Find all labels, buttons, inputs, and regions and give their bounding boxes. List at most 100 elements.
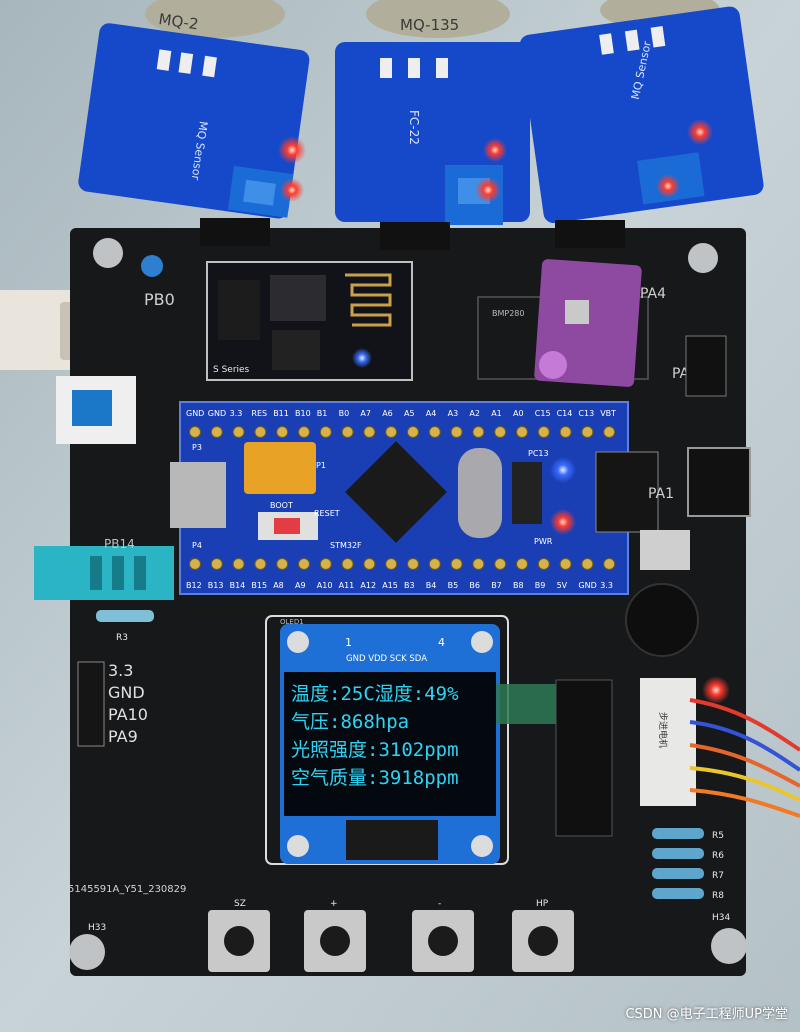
label-chip: STM32F [330, 541, 362, 550]
button-plus[interactable]: + [304, 899, 366, 972]
label-serial: 5145591A_Y51_230829 [68, 884, 186, 895]
oled-line-1: 温度:25C湿度:49% [291, 683, 459, 705]
led-red-left [278, 136, 306, 164]
led-red-pwr [550, 509, 576, 535]
stepper-connector: 步进电机 [640, 676, 730, 806]
oled-pin-1: 1 [345, 636, 352, 649]
stm32-pin-label: RES [251, 409, 267, 418]
stm32-pin-hole [276, 426, 289, 438]
hdr-3v3: 3.3 [108, 661, 133, 680]
stm32-pin-hole [428, 426, 441, 438]
sensor-middle-top-text: MQ-135 [400, 16, 459, 34]
stm32-pin-hole [319, 558, 332, 570]
power-switch [56, 376, 136, 444]
stm32-pin-label: A9 [295, 581, 306, 590]
stm32-pin-hole [472, 558, 485, 570]
stm32-pin-label: A2 [469, 409, 480, 418]
led-red-middle [483, 138, 507, 162]
stm32-pin-hole [298, 558, 310, 570]
oled-module: OLED1 1 4 GND VDD SCK SDA 温度:25C湿度:49% 气… [265, 615, 556, 865]
left-header: 3.3 GND PA10 PA9 [77, 661, 148, 747]
driver-ic [555, 679, 613, 837]
stm32-pin-label: B10 [295, 409, 311, 418]
oled-pin-4: 4 [438, 636, 445, 649]
label-reset: RESET [314, 509, 340, 518]
stm32-pin-hole [581, 558, 594, 570]
oled-line-3: 光照强度:3102ppm [291, 739, 459, 761]
label-h33: H33 [88, 923, 106, 933]
watermark: CSDN @电子工程师UP学堂 [625, 1007, 788, 1022]
stm32-pin-hole [428, 558, 441, 570]
label-stepper: 步进电机 [657, 712, 669, 748]
button-sz[interactable]: SZ [208, 899, 270, 972]
label-r8: R8 [712, 891, 724, 901]
boot-jumpers[interactable] [244, 442, 316, 494]
stm32-pin-label: A11 [339, 581, 355, 590]
led-red-right [687, 119, 713, 145]
stm32-pin-hole [537, 426, 550, 438]
stm32-pin-hole [210, 558, 223, 570]
stm32-pin-hole [516, 426, 528, 438]
stm32-pin-label: A4 [426, 409, 437, 418]
esp01-module: S Series [206, 261, 413, 381]
label-s-series: S Series [213, 365, 250, 375]
label-r7: R7 [712, 871, 724, 881]
stm32-pin-label: B0 [339, 409, 350, 418]
stm32-bottom-pin-holes [189, 558, 616, 570]
button-sz-label: SZ [234, 899, 246, 909]
stm32-pin-hole [385, 558, 398, 570]
stm32-pin-label: C14 [557, 409, 573, 418]
hdr-pa9: PA9 [108, 727, 138, 746]
stm32-pin-label: VBT [600, 409, 616, 418]
led-pb0 [141, 255, 163, 277]
stm32-pin-label: A1 [491, 409, 502, 418]
label-r3: R3 [116, 633, 128, 643]
crystal [458, 448, 502, 538]
label-p3: P3 [192, 443, 202, 452]
hdr-pa10: PA10 [108, 705, 148, 724]
stm32-pin-hole [581, 426, 594, 438]
label-r5: R5 [712, 831, 724, 841]
label-boot: BOOT [270, 501, 293, 510]
stm32-pin-hole [232, 426, 245, 438]
sensor-module-left: MQ-2 MQ Sensor [78, 0, 310, 246]
stm32-pin-hole [189, 426, 201, 438]
oled-screen [284, 672, 496, 816]
dht11-sensor [34, 546, 174, 600]
stm32-pin-hole [537, 558, 550, 570]
stm32-pin-label: A0 [513, 409, 524, 418]
label-r6: R6 [712, 851, 724, 861]
oled-line-4: 空气质量:3918ppm [291, 767, 459, 789]
stm32-pin-label: A10 [317, 581, 333, 590]
button-plus-label: + [330, 899, 338, 909]
button-minus[interactable]: - [412, 899, 474, 972]
stm32-pin-hole [516, 558, 528, 570]
stm32-pin-hole [341, 558, 354, 570]
sensor-module-right: MQ Sensor [519, 0, 764, 248]
stm32-pin-hole [341, 426, 354, 438]
stm32-pin-label: C13 [578, 409, 594, 418]
label-pb0: PB0 [144, 290, 175, 309]
label-pa1: PA1 [648, 486, 674, 502]
resistor-r3 [96, 610, 154, 622]
stm32-pin-hole [254, 558, 267, 570]
stm32-pin-label: 3.3 [230, 409, 243, 418]
led-blue-esp [352, 348, 372, 368]
label-oled1: OLED1 [280, 618, 304, 626]
button-hp-label: HP [536, 899, 549, 909]
stm32-pin-hole [450, 426, 463, 438]
button-hp[interactable]: HP [512, 899, 574, 972]
label-pwr: PWR [534, 537, 553, 546]
stm32-pin-label: B14 [230, 581, 246, 590]
stm32-pin-label: A8 [273, 581, 284, 590]
stm32-pin-hole [254, 426, 267, 438]
stm32-pin-label: B8 [513, 581, 524, 590]
stm32-pin-label: GND [578, 581, 596, 590]
stm32-pin-hole [189, 558, 201, 570]
stm32-pin-label: B7 [491, 581, 502, 590]
hdr-gnd: GND [108, 683, 145, 702]
stm32-pin-hole [298, 426, 310, 438]
stepper-wires [689, 698, 800, 818]
